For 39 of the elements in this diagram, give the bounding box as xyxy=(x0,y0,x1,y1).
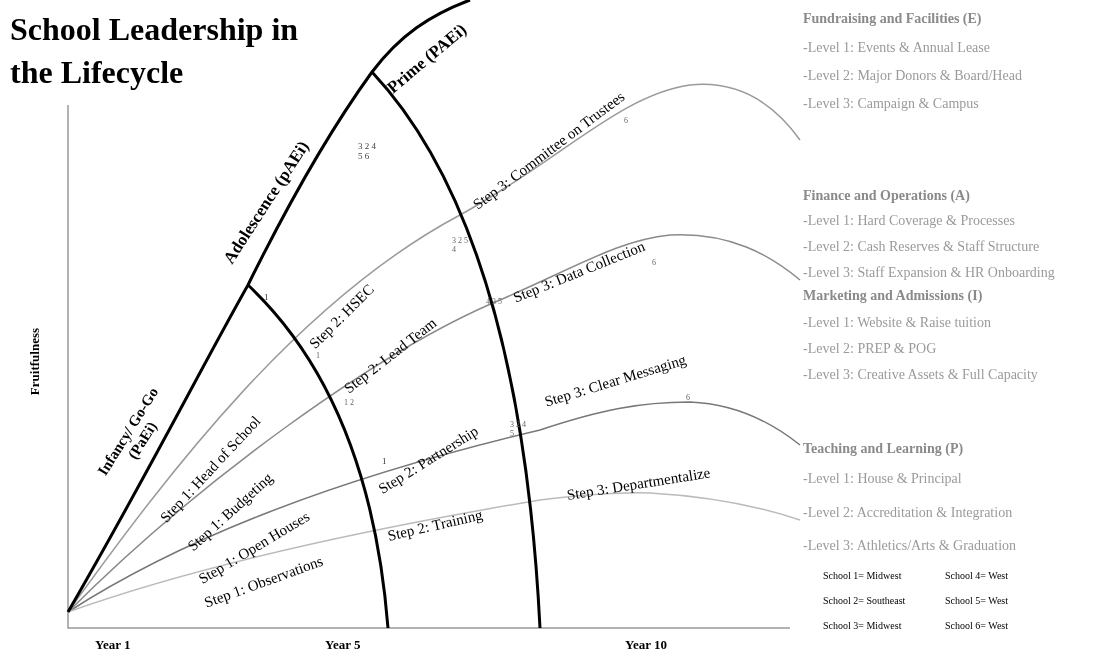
level-item: -Level 2: PREP & POG xyxy=(803,340,937,356)
school-numbers: 3 2 4 5 6 xyxy=(358,142,377,162)
school-number: 1 xyxy=(316,351,320,361)
diagram-title: School Leadership in the Lifecycle xyxy=(10,10,300,93)
axis-tick-label: Year 5 xyxy=(325,638,361,653)
school-numbers: 1 2 xyxy=(344,398,354,408)
axis-tick-label: Year 1 xyxy=(95,638,131,653)
level-item: -Level 1: House & Principal xyxy=(803,470,962,486)
step-label: Step 3: Departmentalize xyxy=(565,463,712,503)
category-heading: Teaching and Learning (P) xyxy=(803,440,964,456)
level-item: -Level 2: Cash Reserves & Staff Structure xyxy=(803,238,1040,254)
step-label: Step 2: Training xyxy=(386,505,485,544)
school-number: 6 xyxy=(652,258,656,268)
school-number: 6 xyxy=(686,393,690,403)
level-item: -Level 3: Athletics/Arts & Graduation xyxy=(803,537,1017,553)
school-number: 6 xyxy=(624,116,628,125)
school-number: 1 xyxy=(382,457,387,467)
axis-title: Fruitfulness xyxy=(27,328,43,396)
school-legend-text: School 5= West xyxy=(945,594,1008,606)
level-item: -Level 1: Hard Coverage & Processes xyxy=(803,212,1015,228)
category-heading: Fundraising and Facilities (E) xyxy=(803,10,982,26)
school-legend-text: School 3= Midwest xyxy=(823,619,902,631)
school-legend-text: School 4= West xyxy=(945,569,1008,581)
category-heading: Finance and Operations (A) xyxy=(803,187,970,203)
school-numbers: 4 3 5 xyxy=(486,297,502,307)
school-legend-text: School 1= Midwest xyxy=(823,569,902,581)
level-item: -Level 1: Website & Raise tuition xyxy=(803,314,991,330)
category-heading: Marketing and Admissions (I) xyxy=(803,287,983,303)
level-item: -Level 3: Campaign & Campus xyxy=(803,95,979,111)
axis-tick-label: Year 10 xyxy=(625,638,667,653)
level-item: -Level 2: Accreditation & Integration xyxy=(803,504,1013,520)
school-legend-text: School 6= West xyxy=(945,619,1008,631)
school-numbers: 3 2 5 4 xyxy=(452,237,469,255)
level-item: -Level 3: Staff Expansion & HR Onboarding xyxy=(803,264,1055,280)
level-item: -Level 1: Events & Annual Lease xyxy=(803,39,990,55)
level-item: -Level 3: Creative Assets & Full Capacity xyxy=(803,366,1038,382)
school-number: 1 xyxy=(264,293,269,303)
school-legend-text: School 2= Southeast xyxy=(823,594,906,606)
level-item: -Level 2: Major Donors & Board/Head xyxy=(803,67,1022,83)
